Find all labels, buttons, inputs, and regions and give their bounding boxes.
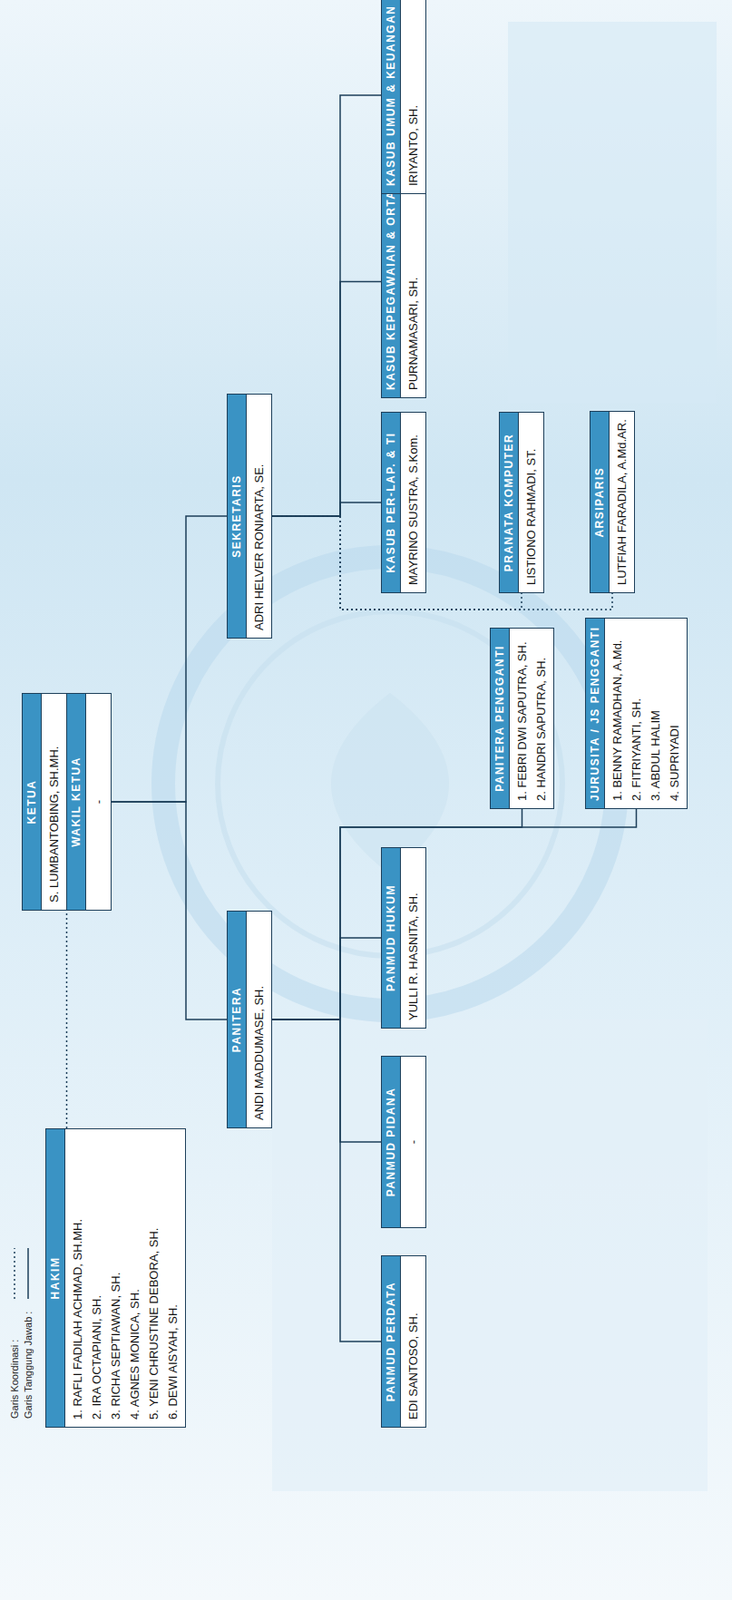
org-box: SEKRETARISADRI HELVER RONIARTA, SE. bbox=[226, 393, 273, 639]
connector-line bbox=[272, 937, 381, 1020]
position-title: KASUB PER-LAP. & TI bbox=[381, 412, 401, 593]
position-title: PRANATA KOMPUTER bbox=[499, 412, 519, 593]
person-name: - bbox=[86, 693, 111, 910]
legend-text: Garis Tanggung Jawab : bbox=[22, 1300, 34, 1419]
person-name: LISTIONO RAHMADI, ST. bbox=[518, 412, 544, 593]
org-box: PANITERAANDI MADDUMASE, SH. bbox=[226, 910, 273, 1129]
org-box: KASUB KEPEGAWAIAN & ORTALAPURNAMASARI, S… bbox=[380, 165, 427, 399]
connector-line bbox=[111, 801, 227, 1020]
person-name: S. LUMBANTOBING, SH.MH. bbox=[41, 693, 67, 910]
person-name: EDI SANTOSO, SH. bbox=[400, 1256, 426, 1427]
org-box: PANMUD PIDANA- bbox=[380, 1055, 427, 1229]
person-name: 1. BENNY RAMADHAN, A.Md. bbox=[605, 618, 627, 809]
position-title: PANMUD PIDANA bbox=[381, 1056, 401, 1228]
person-name: 4. SUPRIYADI bbox=[664, 618, 687, 809]
person-name: 2. FITRIYANTI, SH. bbox=[626, 618, 646, 809]
connector-line bbox=[272, 516, 613, 610]
position-title: SEKRETARIS bbox=[227, 394, 247, 638]
person-name: 5. YENI CHRUSTINE DEBORA, SH. bbox=[144, 1129, 164, 1427]
org-box: ARSIPARISLUTFIAH FARADILA, A.Md.AR. bbox=[589, 410, 635, 594]
org-box: PRANATA KOMPUTERLISTIONO RAHMADI, ST. bbox=[498, 411, 545, 594]
person-name: IRIYANTO, SH. bbox=[400, 0, 426, 194]
org-box: HAKIM1. RAFLI FADILAH ACHMAD, SH.MH.2. I… bbox=[45, 1128, 186, 1428]
legend-row: Garis Tanggung Jawab : bbox=[20, 1246, 35, 1419]
connector-line bbox=[272, 282, 381, 518]
legend-sample bbox=[9, 1246, 20, 1301]
person-name: - bbox=[400, 1056, 426, 1228]
person-name: 3. ABDUL HALIM bbox=[645, 618, 665, 809]
connector-line bbox=[272, 809, 637, 1020]
position-title: WAKIL KETUA bbox=[66, 693, 87, 910]
person-name: MAYRINO SUSTRA, S.Kom. bbox=[400, 412, 426, 593]
org-box: KETUAS. LUMBANTOBING, SH.MH.WAKIL KETUA- bbox=[21, 692, 112, 911]
org-box: PANMUD HUKUMYULLI R. HASNITA, SH. bbox=[380, 847, 427, 1029]
position-title: PANMUD HUKUM bbox=[381, 848, 401, 1028]
person-name: ANDI MADDUMASE, SH. bbox=[246, 911, 272, 1128]
legend-sample bbox=[23, 1246, 33, 1301]
connector-line bbox=[272, 1019, 381, 1342]
org-box: PANITERA PENGGANTI1. FEBRI DWI SAPUTRA, … bbox=[489, 627, 555, 810]
person-name: YULLI R. HASNITA, SH. bbox=[400, 848, 426, 1028]
position-title: PANITERA PENGGANTI bbox=[490, 628, 510, 809]
connector-line bbox=[272, 1019, 381, 1142]
connector-line bbox=[272, 502, 381, 517]
position-title: JURUSITA / JS PENGGANTI bbox=[585, 618, 606, 809]
position-title: PANMUD PERDATA bbox=[381, 1256, 401, 1427]
position-title: KASUB KEPEGAWAIAN & ORTALA bbox=[381, 165, 401, 398]
position-title: ARSIPARIS bbox=[590, 411, 610, 593]
legend-row: Garis Koordinasi : bbox=[7, 1246, 21, 1419]
person-name: 6. DEWI AISYAH, SH. bbox=[163, 1129, 186, 1427]
org-box: KASUB PER-LAP. & TIMAYRINO SUSTRA, S.Kom… bbox=[380, 411, 427, 594]
org-box: JURUSITA / JS PENGGANTI1. BENNY RAMADHAN… bbox=[585, 617, 688, 810]
person-name: 1. FEBRI DWI SAPUTRA, SH. bbox=[509, 628, 532, 809]
position-title: KETUA bbox=[22, 693, 42, 910]
connector-line bbox=[272, 95, 381, 517]
connector-line bbox=[111, 516, 227, 802]
org-box: KASUB UMUM & KEUANGANIRIYANTO, SH. bbox=[380, 0, 427, 195]
legend: Garis Koordinasi :Garis Tanggung Jawab : bbox=[7, 1246, 35, 1419]
position-title: KASUB UMUM & KEUANGAN bbox=[381, 0, 401, 194]
person-name: 1. RAFLI FADILAH ACHMAD, SH.MH. bbox=[65, 1129, 88, 1427]
position-title: PANITERA bbox=[227, 911, 247, 1128]
person-name: PURNAMASARI, SH. bbox=[400, 165, 426, 398]
legend-text: Garis Koordinasi : bbox=[9, 1300, 20, 1419]
person-name: 3. RICHA SEPTIAWAN, SH. bbox=[106, 1129, 126, 1427]
person-name: LUTFIAH FARADILA, A.Md.AR. bbox=[609, 411, 635, 593]
org-box: PANMUD PERDATAEDI SANTOSO, SH. bbox=[380, 1255, 427, 1428]
person-name: 2. IRA OCTAPIANI, SH. bbox=[87, 1129, 107, 1427]
person-name: 2. HANDRI SAPUTRA, SH. bbox=[531, 628, 554, 809]
person-name: 4. AGNES MONICA, SH. bbox=[125, 1129, 145, 1427]
connector-line bbox=[66, 910, 69, 1129]
person-name: ADRI HELVER RONIARTA, SE. bbox=[246, 394, 272, 638]
position-title: HAKIM bbox=[46, 1129, 66, 1427]
